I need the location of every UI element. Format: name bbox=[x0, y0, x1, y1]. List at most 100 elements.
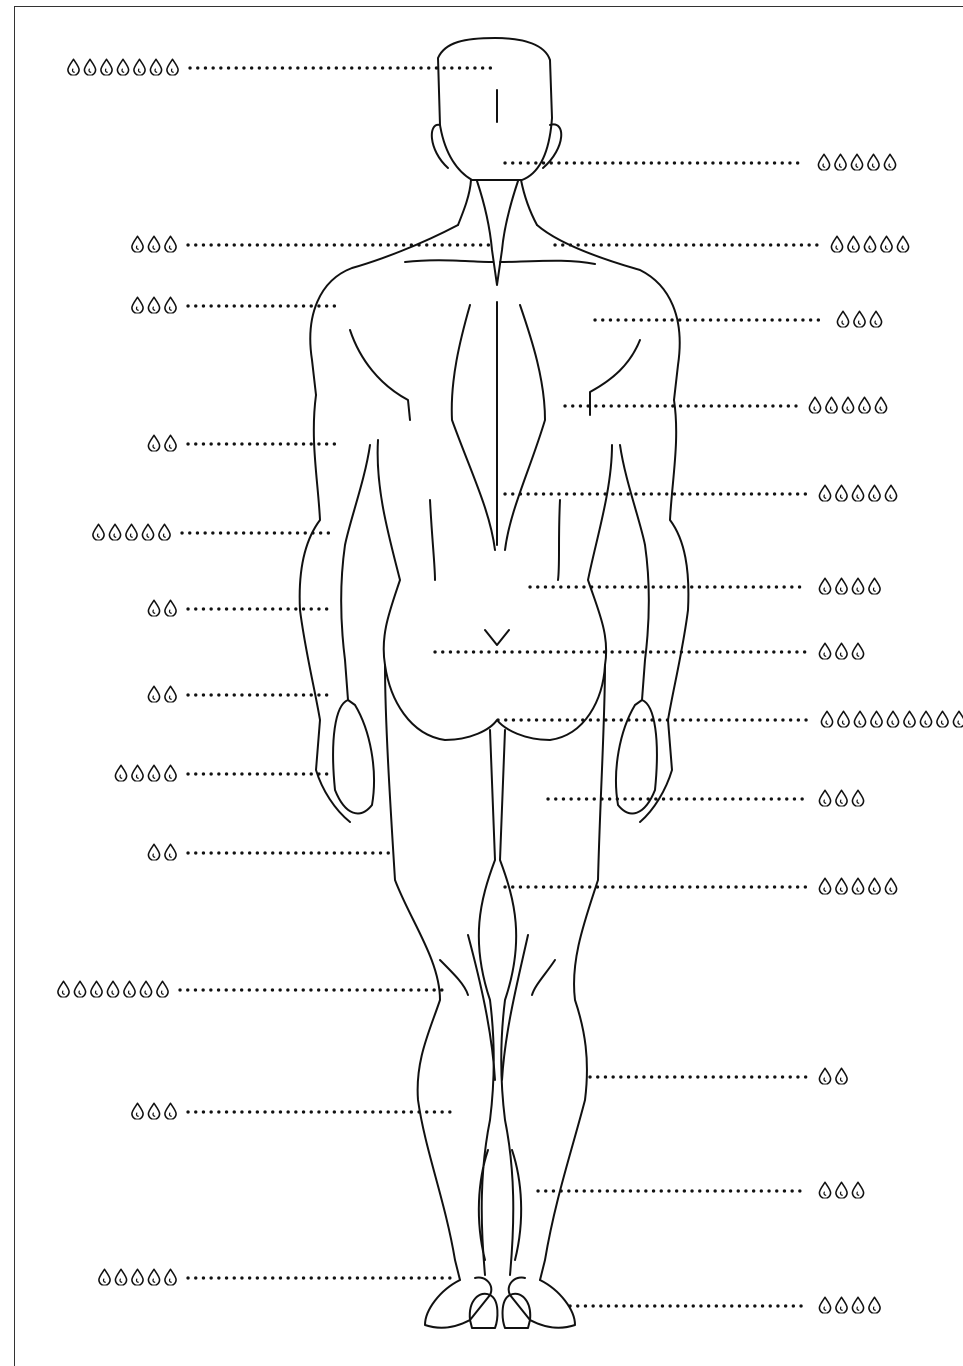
water-drop-icon bbox=[132, 765, 143, 781]
callout-shoulder-right bbox=[555, 236, 909, 252]
water-drop-icon bbox=[74, 981, 85, 997]
water-drop-icon bbox=[91, 981, 102, 997]
callout-knee-back bbox=[505, 878, 897, 894]
water-drop-icon bbox=[132, 236, 143, 252]
water-drop-icon bbox=[132, 297, 143, 313]
water-drop-icon bbox=[885, 485, 896, 501]
right-arm-outer bbox=[640, 400, 688, 822]
water-drop-icon bbox=[871, 711, 882, 727]
callout-forearm-left bbox=[148, 600, 330, 616]
neck-right-line bbox=[521, 180, 537, 225]
water-drop-icon bbox=[148, 765, 159, 781]
left-shoulder-inner bbox=[405, 260, 493, 262]
water-drop-icon bbox=[148, 297, 159, 313]
left-hand bbox=[333, 700, 374, 813]
right-foot bbox=[509, 1277, 575, 1327]
water-drop-icon bbox=[869, 878, 880, 894]
water-drop-icon bbox=[836, 485, 847, 501]
water-drop-icon bbox=[165, 1269, 176, 1285]
water-drop-icon bbox=[852, 1182, 863, 1198]
water-drop-icon bbox=[124, 981, 135, 997]
water-drop-icon bbox=[881, 236, 892, 252]
water-drop-icon bbox=[842, 397, 853, 413]
water-drop-icon bbox=[897, 236, 908, 252]
right-leg-outer bbox=[540, 665, 605, 1280]
water-drop-icon bbox=[852, 578, 863, 594]
water-drop-icon bbox=[869, 1297, 880, 1313]
water-drop-icon bbox=[838, 711, 849, 727]
water-drop-icon bbox=[819, 1068, 830, 1084]
callout-knee-left bbox=[58, 981, 443, 997]
water-drop-icon bbox=[142, 524, 153, 540]
water-drop-icon bbox=[809, 397, 820, 413]
water-drop-icon bbox=[819, 485, 830, 501]
callout-hand-left bbox=[115, 765, 330, 781]
water-drop-icon bbox=[126, 524, 137, 540]
right-shoulder-inner bbox=[500, 261, 595, 264]
water-drop-icon bbox=[852, 643, 863, 659]
callout-lower-back bbox=[530, 578, 880, 594]
callout-upper-arm-left bbox=[148, 435, 340, 451]
water-drop-icon bbox=[869, 485, 880, 501]
water-drop-icon bbox=[821, 711, 832, 727]
right-trapezius bbox=[537, 225, 680, 400]
water-drop-icon bbox=[93, 524, 104, 540]
water-drop-icon bbox=[107, 981, 118, 997]
water-drop-icon bbox=[852, 790, 863, 806]
water-drop-icon bbox=[851, 154, 862, 170]
water-drop-icon bbox=[101, 59, 112, 75]
water-drop-icon bbox=[819, 1182, 830, 1198]
lower-back-left bbox=[430, 500, 435, 580]
water-drop-icon bbox=[826, 397, 837, 413]
water-drop-icon bbox=[819, 578, 830, 594]
water-drop-icon bbox=[68, 59, 79, 75]
water-drop-icon bbox=[140, 981, 151, 997]
water-drop-icon bbox=[819, 790, 830, 806]
water-drop-icon bbox=[818, 154, 829, 170]
gluteal-cleft bbox=[485, 630, 509, 645]
water-drop-icon bbox=[848, 236, 859, 252]
water-drop-icon bbox=[837, 311, 848, 327]
water-drop-icon bbox=[836, 643, 847, 659]
water-drop-icon bbox=[167, 59, 178, 75]
water-drop-icon bbox=[836, 1068, 847, 1084]
water-drop-icon bbox=[852, 485, 863, 501]
water-drop-icon bbox=[148, 236, 159, 252]
callout-ankle-left bbox=[99, 1269, 453, 1285]
water-drop-icon bbox=[58, 981, 69, 997]
callout-thigh-left bbox=[148, 844, 395, 860]
water-drop-icon bbox=[831, 236, 842, 252]
left-heel bbox=[470, 1294, 498, 1328]
water-drop-icon bbox=[852, 878, 863, 894]
water-drop-icon bbox=[836, 1182, 847, 1198]
right-heel bbox=[503, 1294, 531, 1328]
water-drop-icon bbox=[870, 311, 881, 327]
left-arm-inner bbox=[341, 445, 370, 700]
right-arm-inner bbox=[620, 445, 649, 700]
water-drop-icon bbox=[117, 59, 128, 75]
water-drop-icon bbox=[148, 686, 159, 702]
water-drop-icon bbox=[836, 578, 847, 594]
water-drop-icon bbox=[165, 1103, 176, 1119]
water-drop-icon bbox=[885, 878, 896, 894]
callout-head bbox=[68, 59, 495, 75]
right-deltoid bbox=[590, 340, 640, 415]
water-drop-icon bbox=[887, 711, 898, 727]
left-leg-outer bbox=[385, 665, 460, 1280]
callout-gluteal-fold bbox=[498, 711, 963, 727]
water-drop-icon bbox=[159, 524, 170, 540]
water-drop-icon bbox=[819, 878, 830, 894]
water-drop-icon bbox=[836, 878, 847, 894]
water-drop-icon bbox=[115, 765, 126, 781]
torso-right-side bbox=[588, 445, 612, 665]
left-arm-outer bbox=[300, 395, 350, 822]
neck-left-line bbox=[458, 180, 471, 225]
left-foot bbox=[425, 1277, 491, 1327]
water-drop-icon bbox=[904, 711, 915, 727]
water-drop-icon bbox=[869, 578, 880, 594]
torso-left-side bbox=[378, 440, 400, 665]
water-drop-icon bbox=[819, 1297, 830, 1313]
callout-shoulder-left bbox=[132, 297, 340, 313]
water-drop-icon bbox=[165, 765, 176, 781]
callout-calf-left bbox=[132, 1103, 455, 1119]
